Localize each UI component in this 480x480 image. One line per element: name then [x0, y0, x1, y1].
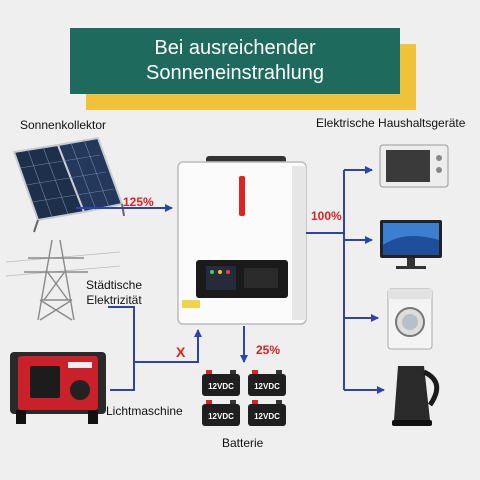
battery-label: Batterie [222, 436, 264, 450]
solar-label: Sonnenkollektor [20, 118, 107, 132]
battery-bank: 12VDC 12VDC 12VDC 12VDC [202, 370, 286, 426]
kettle-icon [392, 366, 440, 426]
inverter-unit [177, 156, 307, 325]
grid-label: Städtische Elektrizität [86, 278, 142, 308]
title-banner: Bei ausreichender Sonneneinstrahlung [70, 28, 400, 94]
battery-cell-label: 12VDC [208, 412, 234, 421]
battery-percent: 25% [256, 343, 281, 357]
monitor-icon [380, 220, 442, 269]
grid-label-line-2: Elektrizität [86, 293, 142, 307]
generator-label: Lichtmaschine [106, 404, 183, 418]
power-tower-icon [5, 239, 121, 321]
battery-cell-label: 12VDC [208, 382, 234, 391]
battery-cell-label: 12VDC [254, 412, 280, 421]
solar-panel-icon [12, 136, 125, 233]
status-light-bar [239, 176, 245, 216]
grid-label-line-1: Städtische [86, 278, 143, 292]
washing-machine-icon [387, 288, 433, 350]
flow-arrows [76, 166, 385, 394]
banner-line-1: Bei ausreichender [154, 37, 316, 59]
banner-line-2: Sonneneinstrahlung [146, 62, 324, 84]
generator-icon [10, 352, 106, 424]
loads-title: Elektrische Haushaltsgeräte [316, 116, 466, 130]
oven-icon [379, 144, 449, 188]
blocked-mark: X [176, 344, 186, 360]
battery-cell-label: 12VDC [254, 382, 280, 391]
grid-flow-arrow [134, 329, 202, 363]
grid-generator-connector [108, 306, 135, 391]
load-percent: 100% [311, 209, 342, 223]
solar-percent: 125% [123, 195, 154, 209]
